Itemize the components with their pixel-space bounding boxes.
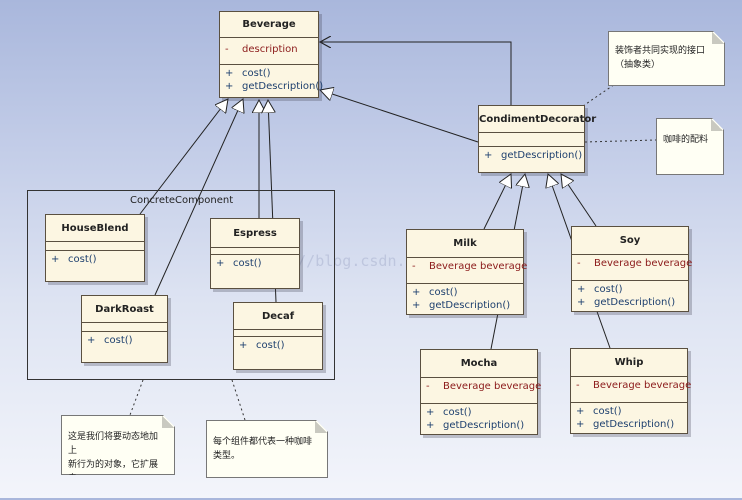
class-soy[interactable]: Soy -Beverage beverage +cost() +getDescr…: [571, 226, 693, 312]
attribute-row: -Beverage beverage: [412, 261, 528, 272]
operation-row: +getDescription(): [484, 150, 583, 161]
note-decorator-interface[interactable]: 装饰者共同实现的接口 （抽象类）: [608, 31, 725, 86]
note-anchor-decorator-interface: [582, 81, 619, 107]
operation-row: +cost(): [225, 68, 271, 79]
generalization-milk-decorator: [483, 174, 511, 230]
attributes-section: [46, 242, 144, 251]
operation-row: +cost(): [87, 335, 133, 346]
operation-row: +cost(): [51, 254, 97, 265]
operations-section: +cost() +getDescription(): [421, 404, 537, 432]
class-name: Milk: [407, 230, 523, 258]
class-decaf[interactable]: Decaf +cost(): [233, 302, 323, 370]
operation-row: +getDescription(): [577, 297, 676, 308]
class-name: DarkRoast: [82, 296, 167, 323]
class-name: Decaf: [234, 303, 322, 330]
operation-row: +cost(): [239, 340, 285, 351]
note-line: 装饰者共同实现的接口: [615, 46, 706, 56]
class-name: Espress: [211, 219, 299, 248]
operation-row: +cost(): [216, 258, 262, 269]
class-name: Mocha: [421, 350, 537, 378]
class-name: CondimentDecorator: [479, 106, 596, 133]
note-anchor-each-component: [231, 379, 246, 421]
association-decorator-beverage: [320, 42, 512, 105]
operation-row: +cost(): [577, 284, 623, 295]
attribute-row: -Beverage beverage: [576, 380, 692, 391]
operation-row: +getDescription(): [225, 81, 324, 92]
class-condiment-decorator[interactable]: CondimentDecorator +getDescription(): [478, 105, 596, 173]
class-name: Beverage: [220, 12, 318, 38]
generalization-darkroast-beverage: [154, 99, 243, 296]
note-anchor-condiments: [584, 139, 657, 143]
class-dark-roast[interactable]: DarkRoast +cost(): [81, 295, 168, 363]
class-name: Soy: [572, 227, 688, 255]
attributes-section: -Beverage beverage: [421, 378, 542, 404]
attributes-section: -Beverage beverage: [572, 255, 693, 281]
class-name: Whip: [571, 349, 687, 377]
note-each-component[interactable]: 每个组件都代表一种咖啡 类型。: [206, 420, 328, 478]
note-line: 每个组件都代表一种咖啡: [213, 437, 313, 447]
note-dynamic-behavior[interactable]: 这是我们将要动态地加上 新行为的对象，它扩展自 Component: [61, 415, 175, 475]
package-label: ConcreteComponent: [130, 195, 234, 206]
operations-section: +cost(): [82, 332, 167, 347]
operations-section: +cost(): [234, 337, 322, 352]
operations-section: +cost() +getDescription(): [220, 65, 324, 93]
concrete-component-package: [27, 190, 335, 380]
operations-section: +cost() +getDescription(): [572, 281, 688, 309]
operation-row: +getDescription(): [576, 419, 675, 430]
attributes-section: -description: [220, 38, 318, 65]
attribute-row: -description: [225, 44, 298, 55]
note-line: 这是我们将要动态地加上: [68, 432, 159, 456]
note-anchor-dynamic-behavior: [129, 379, 144, 416]
class-whip[interactable]: Whip -Beverage beverage +cost() +getDesc…: [570, 348, 692, 434]
class-beverage[interactable]: Beverage -description +cost() +getDescri…: [219, 11, 324, 98]
note-line: （抽象类）: [615, 60, 661, 70]
class-name: HouseBlend: [46, 215, 144, 242]
attribute-row: -Beverage beverage: [577, 258, 693, 269]
note-condiments[interactable]: 咖啡的配料: [656, 118, 724, 175]
class-espress[interactable]: Espress +cost(): [210, 218, 300, 289]
attributes-section: [234, 330, 322, 337]
operation-row: +getDescription(): [412, 300, 511, 311]
note-line: 咖啡的配料: [663, 135, 709, 145]
attributes-section: -Beverage beverage: [571, 377, 692, 403]
operations-section: +getDescription(): [479, 147, 584, 162]
operation-row: +cost(): [426, 407, 472, 418]
operation-row: +cost(): [412, 287, 458, 298]
operation-row: +getDescription(): [426, 420, 525, 431]
operation-row: +cost(): [576, 406, 622, 417]
attributes-section: [82, 323, 167, 332]
operations-section: +cost(): [211, 255, 299, 270]
generalization-houseblend-beverage: [139, 99, 228, 215]
class-house-blend[interactable]: HouseBlend +cost(): [45, 214, 145, 282]
generalization-decorator-beverage: [320, 90, 479, 143]
operations-section: +cost(): [46, 251, 144, 266]
attributes-section: -Beverage beverage: [407, 258, 528, 284]
generalization-soy-decorator: [561, 174, 597, 227]
attribute-row: -Beverage beverage: [426, 381, 542, 392]
class-mocha[interactable]: Mocha -Beverage beverage +cost() +getDes…: [420, 349, 542, 435]
operations-section: [479, 133, 584, 147]
attributes-section: [211, 248, 299, 255]
operations-section: +cost() +getDescription(): [407, 284, 523, 312]
note-line: 类型。: [213, 451, 241, 461]
class-milk[interactable]: Milk -Beverage beverage +cost() +getDesc…: [406, 229, 528, 315]
operations-section: +cost() +getDescription(): [571, 403, 687, 431]
